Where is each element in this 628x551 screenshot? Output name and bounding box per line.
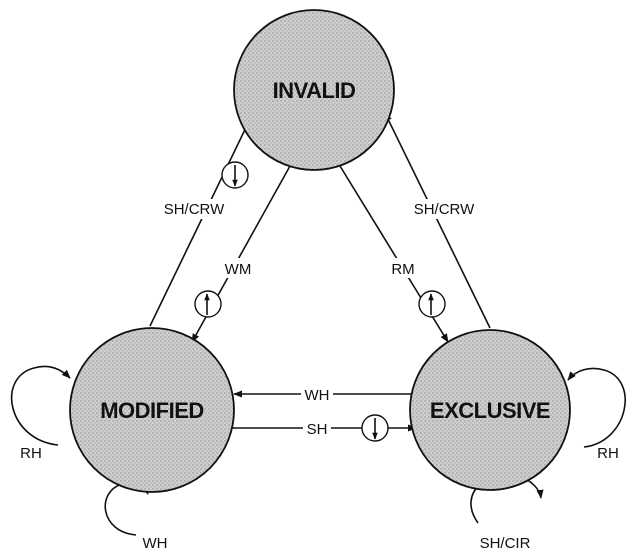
self-loop-exclusive-right (567, 367, 626, 448)
label-exclusive-to-invalid: SH/CRW (414, 201, 475, 218)
state-exclusive: EXCLUSIVE (409, 329, 571, 491)
state-invalid: INVALID (233, 9, 395, 171)
label-exclusive-to-modified: WH (305, 387, 330, 404)
bus-token-invalid-exclusive (418, 290, 446, 318)
state-invalid-label: INVALID (273, 78, 356, 103)
label-modified-to-invalid: SH/CRW (164, 201, 225, 218)
label-modified-self-left: RH (20, 445, 42, 462)
state-modified-label: MODIFIED (100, 398, 204, 423)
label-exclusive-self-bottom: SH/CIR (480, 535, 531, 551)
label-invalid-to-modified: WM (225, 261, 252, 278)
edge-exclusive-to-invalid (384, 112, 491, 329)
bus-token-modified-exclusive (361, 414, 389, 442)
state-exclusive-label: EXCLUSIVE (430, 398, 550, 423)
label-modified-self-bottom: WH (143, 535, 168, 551)
label-invalid-to-exclusive: RM (391, 261, 414, 278)
state-modified: MODIFIED (69, 327, 235, 493)
bus-token-invalid-modified (194, 290, 222, 318)
self-loop-modified-left (10, 365, 71, 446)
label-exclusive-self-right: RH (597, 445, 619, 462)
label-modified-to-exclusive: SH (307, 421, 328, 438)
edge-modified-to-invalid (149, 112, 254, 327)
bus-token-modified-invalid (221, 161, 249, 189)
